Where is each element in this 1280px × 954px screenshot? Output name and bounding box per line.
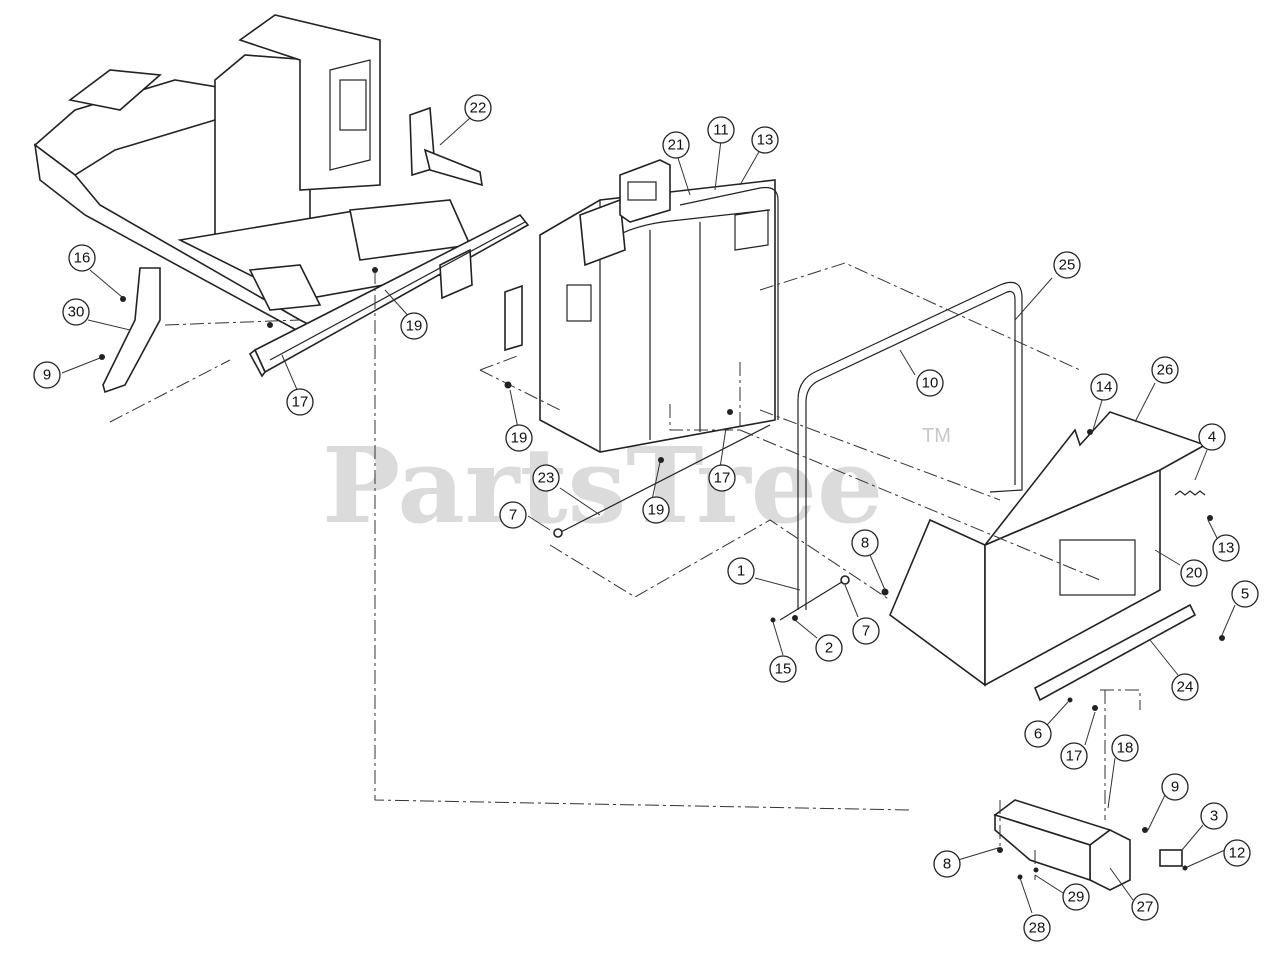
svg-text:15: 15 xyxy=(775,661,792,678)
callout-10[interactable]: 10 xyxy=(916,369,944,397)
callout-6[interactable]: 6 xyxy=(1024,720,1052,748)
callout-13[interactable]: 13 xyxy=(1212,534,1240,562)
spring-part-4 xyxy=(1174,490,1206,496)
svg-text:22: 22 xyxy=(470,100,487,117)
svg-text:2: 2 xyxy=(825,640,833,657)
callout-8[interactable]: 8 xyxy=(933,850,961,878)
callout-25[interactable]: 25 xyxy=(1053,251,1081,279)
callout-19[interactable]: 19 xyxy=(400,312,428,340)
callout-14[interactable]: 14 xyxy=(1090,373,1118,401)
svg-text:7: 7 xyxy=(509,507,517,524)
svg-text:17: 17 xyxy=(292,394,309,411)
svg-text:9: 9 xyxy=(1171,779,1179,796)
callout-9[interactable]: 9 xyxy=(1161,773,1189,801)
svg-text:26: 26 xyxy=(1157,362,1174,379)
svg-text:9: 9 xyxy=(43,367,51,384)
base-bracket-part-27 xyxy=(993,799,1183,891)
svg-text:11: 11 xyxy=(713,122,729,139)
hopper-body xyxy=(504,159,779,453)
stand-part-30 xyxy=(102,267,161,394)
callout-5[interactable]: 5 xyxy=(1231,580,1259,608)
svg-text:30: 30 xyxy=(68,304,85,321)
callout-13[interactable]: 13 xyxy=(751,126,779,154)
callout-2[interactable]: 2 xyxy=(815,634,843,662)
svg-text:7: 7 xyxy=(862,623,870,640)
callout-26[interactable]: 26 xyxy=(1151,356,1179,384)
svg-text:5: 5 xyxy=(1241,586,1249,603)
svg-text:16: 16 xyxy=(74,250,91,267)
callout-24[interactable]: 24 xyxy=(1171,673,1199,701)
callout-21[interactable]: 21 xyxy=(662,131,690,159)
svg-text:24: 24 xyxy=(1177,679,1194,696)
callout-8[interactable]: 8 xyxy=(851,529,879,557)
deflector-panel xyxy=(889,411,1207,702)
callout-bubbles: 22 21 11 13 16 30 9 17 19 19 25 10 14 26… xyxy=(33,94,1259,942)
svg-text:4: 4 xyxy=(1208,429,1216,446)
callout-30[interactable]: 30 xyxy=(62,298,90,326)
callout-19[interactable]: 19 xyxy=(642,496,670,524)
callout-20[interactable]: 20 xyxy=(1180,559,1208,587)
callout-29[interactable]: 29 xyxy=(1062,883,1090,911)
bracket-part-22 xyxy=(409,106,483,187)
svg-text:19: 19 xyxy=(406,318,423,335)
svg-text:14: 14 xyxy=(1096,379,1113,396)
callout-11[interactable]: 11 xyxy=(707,116,735,144)
svg-text:17: 17 xyxy=(1066,748,1083,765)
svg-text:21: 21 xyxy=(668,137,685,154)
callout-9[interactable]: 9 xyxy=(33,361,61,389)
callout-3[interactable]: 3 xyxy=(1200,802,1228,830)
svg-text:6: 6 xyxy=(1034,726,1042,743)
callout-23[interactable]: 23 xyxy=(532,464,560,492)
svg-text:17: 17 xyxy=(714,470,731,487)
svg-text:3: 3 xyxy=(1210,808,1218,825)
svg-text:13: 13 xyxy=(757,132,774,149)
svg-text:19: 19 xyxy=(511,430,528,447)
callout-22[interactable]: 22 xyxy=(464,94,492,122)
callout-16[interactable]: 16 xyxy=(68,244,96,272)
svg-text:12: 12 xyxy=(1229,845,1246,862)
svg-text:10: 10 xyxy=(922,375,939,392)
watermark-trademark: TM xyxy=(922,425,951,447)
callout-19[interactable]: 19 xyxy=(505,424,533,452)
handle-part-25 xyxy=(797,281,1023,610)
svg-text:8: 8 xyxy=(861,535,869,552)
callout-15[interactable]: 15 xyxy=(769,655,797,683)
svg-text:28: 28 xyxy=(1029,920,1046,937)
callout-17[interactable]: 17 xyxy=(708,464,736,492)
callout-1[interactable]: 1 xyxy=(727,557,755,585)
svg-text:23: 23 xyxy=(538,470,555,487)
callout-17[interactable]: 17 xyxy=(1060,742,1088,770)
callout-7[interactable]: 7 xyxy=(499,501,527,529)
svg-text:1: 1 xyxy=(737,563,745,580)
callout-4[interactable]: 4 xyxy=(1198,423,1226,451)
svg-text:20: 20 xyxy=(1186,565,1203,582)
hardware-fasteners xyxy=(99,267,1225,880)
callout-12[interactable]: 12 xyxy=(1223,839,1251,867)
svg-text:29: 29 xyxy=(1068,889,1085,906)
rods xyxy=(553,424,850,621)
svg-text:19: 19 xyxy=(648,502,665,519)
svg-text:18: 18 xyxy=(1117,740,1134,757)
svg-text:13: 13 xyxy=(1218,540,1235,557)
svg-text:8: 8 xyxy=(943,856,951,873)
callout-28[interactable]: 28 xyxy=(1023,914,1051,942)
callout-17[interactable]: 17 xyxy=(286,388,314,416)
svg-text:25: 25 xyxy=(1059,257,1076,274)
svg-text:27: 27 xyxy=(1137,899,1154,916)
callout-7[interactable]: 7 xyxy=(852,617,880,645)
callout-27[interactable]: 27 xyxy=(1131,893,1159,921)
callout-18[interactable]: 18 xyxy=(1111,734,1139,762)
frame-assembly xyxy=(33,14,530,378)
assembly-guide-lines xyxy=(109,262,1141,880)
